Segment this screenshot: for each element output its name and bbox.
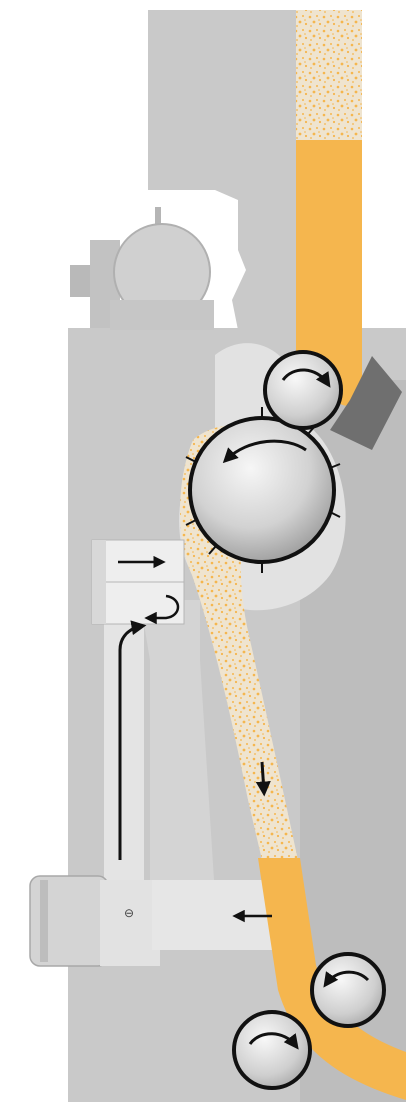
motor-symbol: ⊖	[124, 906, 134, 920]
feed-roller[interactable]	[265, 352, 341, 428]
air-box[interactable]	[92, 540, 184, 624]
feed-chute-loose-fibre	[296, 10, 362, 140]
arrow-down-icon	[262, 762, 264, 792]
fan-motor	[70, 207, 214, 330]
drive-motor: ⊖	[30, 876, 160, 966]
